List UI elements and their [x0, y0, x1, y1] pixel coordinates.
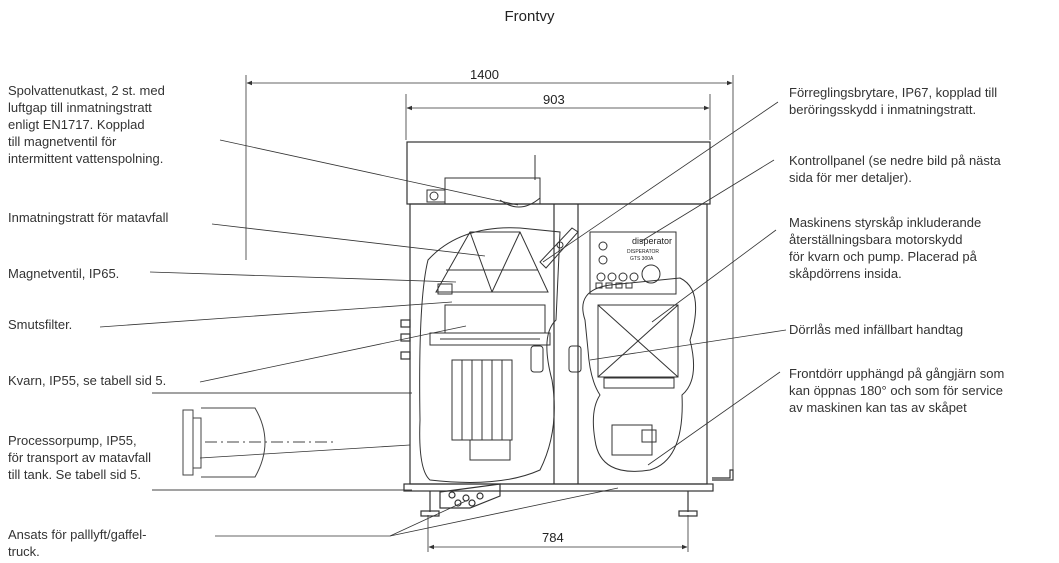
label-dorrlas: Dörrlås med infällbart handtag [789, 322, 964, 337]
cabinet [400, 141, 734, 517]
dimension-1400-text: 1400 [470, 67, 499, 82]
dimension-903-text: 903 [543, 92, 565, 107]
spray-inlet [426, 155, 541, 208]
dimension-903 [405, 94, 711, 140]
leader-lines-left [99, 139, 619, 537]
outlet-pipe [152, 392, 412, 491]
label-styrskap: Maskinens styrskåp inkluderande återstäl… [789, 215, 982, 281]
label-magnetventil: Magnetventil, IP65. [8, 266, 120, 281]
right-door: disperator DISPERATOR GTS 300A [568, 231, 697, 472]
interlock-switch [539, 227, 579, 269]
label-processorpump: Processorpump, IP55, för transport av ma… [8, 433, 152, 482]
panel-model-1: DISPERATOR [627, 249, 659, 255]
label-spolvattenutkast: Spolvattenutkast, 2 st. med luftgap till… [8, 83, 165, 166]
panel-model-2: GTS 300A [630, 256, 654, 262]
dimension-784-text: 784 [542, 530, 564, 545]
dimension-784 [427, 515, 689, 552]
label-forreglingsbrytare: Förreglingsbrytare, IP67, kopplad till b… [789, 85, 998, 117]
label-inmatningstratt: Inmatningstratt för matavfall [8, 210, 169, 225]
label-kvarn: Kvarn, IP55, se tabell sid 5. [8, 373, 167, 388]
cutaway-left [419, 227, 561, 483]
label-ansats: Ansats för palllyft/gaffel- truck. [8, 527, 147, 559]
diagram-title: Frontvy [504, 8, 555, 25]
panel-brand: disperator [632, 236, 672, 246]
control-panel [589, 231, 677, 295]
label-frontdorr: Frontdörr upphängd på gångjärn som kan ö… [789, 366, 1005, 415]
leader-lines-right [542, 101, 787, 466]
label-kontrollpanel: Kontrollpanel (se nedre bild på nästa si… [789, 153, 1001, 185]
dimension-1400 [245, 75, 734, 470]
label-smutsfilter: Smutsfilter. [8, 317, 73, 332]
